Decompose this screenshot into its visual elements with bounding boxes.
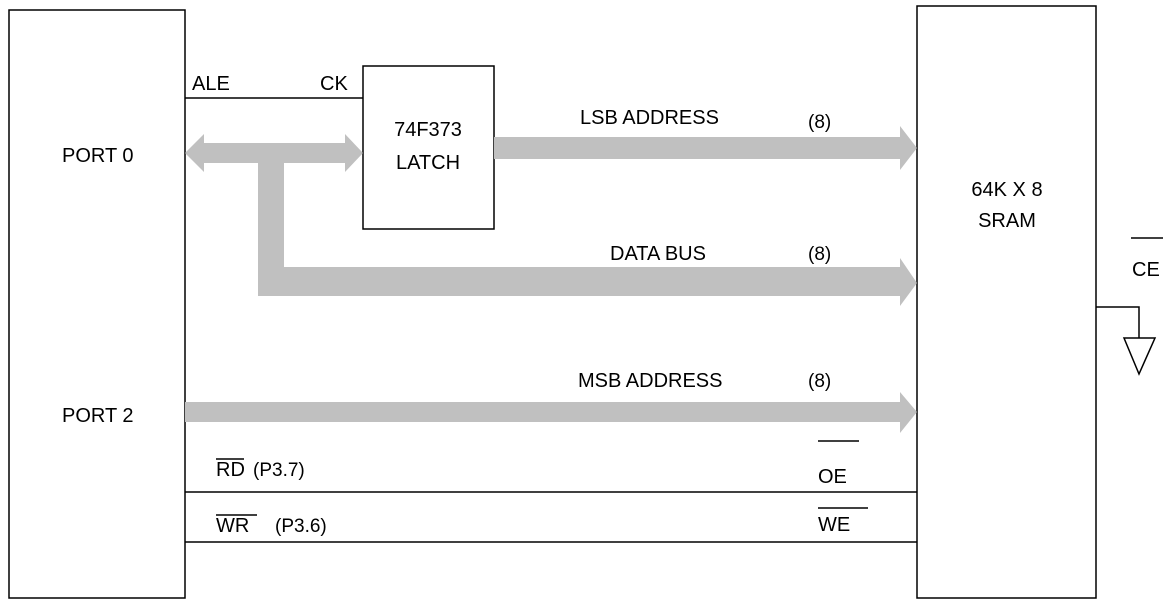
latch-label: LATCH [396, 152, 460, 174]
lsb-width-label: (8) [808, 112, 831, 133]
lsb-address-label: LSB ADDRESS [580, 107, 719, 129]
port0-bus-arrow [185, 134, 363, 172]
ce-ground-wire [1096, 306, 1140, 338]
rd-signal-label: RD [216, 459, 245, 481]
rd-pin-label: (P3.7) [253, 460, 305, 481]
data-bus-width-label: (8) [808, 244, 831, 265]
data-bus-arrow [258, 163, 917, 306]
sram-size-label: 64K X 8 [971, 179, 1042, 201]
latch-block [362, 65, 495, 230]
lsb-address-bus-arrow [494, 126, 917, 170]
ground-symbol-icon [1122, 337, 1157, 376]
oe-label: OE [818, 466, 847, 488]
ce-label: CE [1132, 259, 1160, 281]
sram-block [916, 5, 1097, 599]
we-label: WE [818, 514, 850, 536]
data-bus-label: DATA BUS [610, 243, 706, 265]
msb-address-label: MSB ADDRESS [578, 370, 722, 392]
msb-address-bus-arrow [185, 392, 917, 433]
port2-label: PORT 2 [62, 405, 134, 427]
msb-width-label: (8) [808, 371, 831, 392]
wr-signal-label: WR [216, 515, 249, 537]
ale-label: ALE [192, 73, 230, 95]
port0-label: PORT 0 [62, 145, 134, 167]
sram-label: SRAM [978, 210, 1036, 232]
ck-label: CK [320, 73, 348, 95]
latch-part-number: 74F373 [394, 119, 462, 141]
wr-pin-label: (P3.6) [275, 516, 327, 537]
microcontroller-block [8, 9, 186, 599]
